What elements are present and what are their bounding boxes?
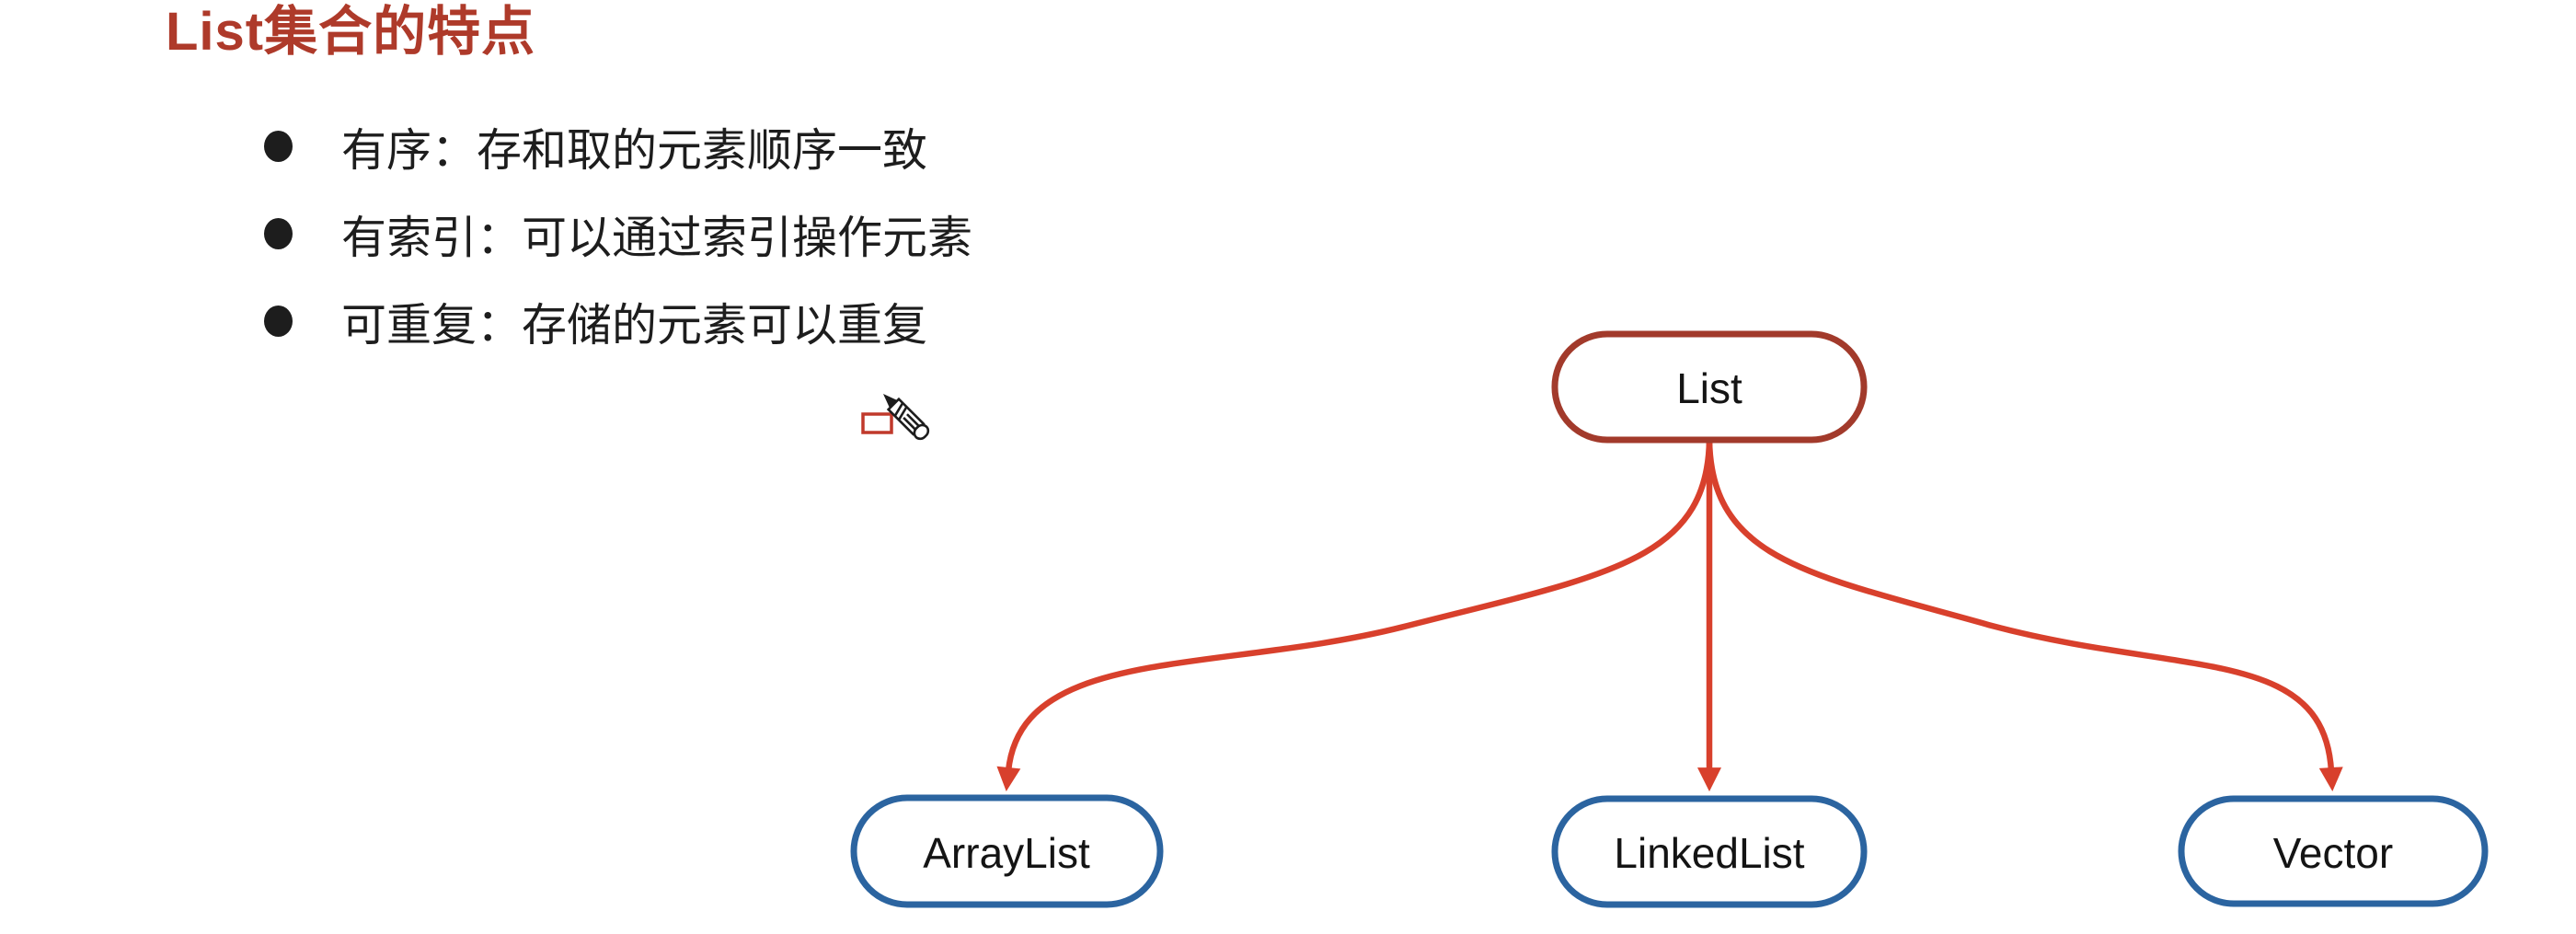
node-linkedlist-shape [1551,795,1868,908]
pen-cursor-box [861,412,893,434]
node-vector-shape [2178,795,2489,907]
bullet-dot-icon [264,306,293,337]
list-item: 有序：存和取的元素顺序一致 [264,118,972,176]
node-linkedlist: LinkedList [1551,795,1868,908]
node-vector: Vector [2178,795,2489,907]
node-list: List [1551,330,1868,444]
node-linkedlist-label: LinkedList [1614,829,1804,877]
list-item: 可重复：存储的元素可以重复 [264,293,972,351]
bullet-text: 有索引：可以通过索引操作元素 [341,213,973,263]
bullet-dot-icon [264,218,293,249]
node-arraylist: ArrayList [850,794,1164,908]
edge-list-to-arraylist [996,436,1713,791]
edge-list-to-vector [1706,436,2343,792]
bullet-list: 有序：存和取的元素顺序一致 有索引：可以通过索引操作元素 可重复：存储的元素可以… [264,118,972,380]
list-item: 有索引：可以通过索引操作元素 [264,205,972,263]
bullet-dot-icon [264,131,293,162]
node-arraylist-shape [850,794,1164,908]
node-list-label: List [1676,364,1742,412]
bullet-text: 可重复：存储的元素可以重复 [341,300,928,351]
bullet-text: 有序：存和取的元素顺序一致 [341,125,928,176]
node-vector-label: Vector [2273,829,2393,877]
node-arraylist-label: ArrayList [923,829,1090,877]
node-list-shape [1551,330,1868,444]
pencil-cursor-icon [883,394,930,441]
page-title: List集合的特点 [166,2,536,62]
